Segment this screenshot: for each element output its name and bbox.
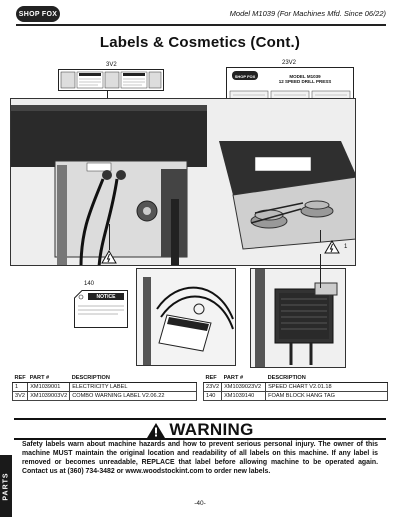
leader-motor	[320, 254, 321, 288]
speed-chart-logo: SHOP FOX	[234, 74, 256, 79]
cell-part: XM1039023V2	[221, 382, 267, 392]
cell-ref: 23V2	[202, 382, 223, 392]
foam-block-hang-tag	[74, 290, 128, 328]
cell-ref: 1	[11, 382, 29, 392]
leader-1-left	[109, 224, 110, 250]
page-number: -40-	[194, 500, 206, 507]
motor-detail-figure	[250, 268, 346, 368]
callout-3v2: 3V2	[106, 62, 117, 68]
callout-1-right: 1	[344, 244, 348, 250]
warning-body: Safety labels warn about machine hazards…	[22, 441, 378, 475]
warning-top-rule	[14, 418, 386, 420]
parts-table-left: REF PART # DESCRIPTION 1 XM1039001 ELECT…	[11, 375, 197, 401]
drill-press-drawing	[11, 99, 355, 265]
model-header: Model M1039 (For Machines Mfd. Since 06/…	[229, 9, 386, 18]
callout-23v2: 23V2	[282, 60, 297, 66]
parts-table-right: REF PART # DESCRIPTION 23V2 XM1039023V2 …	[202, 375, 388, 401]
page-title: Labels & Cosmetics (Cont.)	[99, 34, 301, 51]
warning-heading: WARNING	[0, 420, 400, 440]
callout-1-left: 1	[99, 250, 103, 256]
combo-warning-label	[58, 69, 164, 91]
callout-140: 140	[84, 281, 95, 287]
leader-1-right	[320, 230, 321, 242]
cell-part: XM1039001	[27, 382, 71, 392]
warning-title: WARNING	[169, 420, 254, 439]
col-description: DESCRIPTION	[265, 375, 388, 383]
table-row: 140 XM1039140 FOAM BLOCK HANG TAG	[202, 391, 388, 401]
col-part: PART #	[27, 375, 70, 383]
motor-detail-drawing	[251, 269, 345, 367]
warning-mid-rule	[14, 438, 386, 440]
table-row: 23V2 XM1039023V2 SPEED CHART V2.01.18	[202, 382, 388, 392]
speed-chart-title-line2: 12 SPEED DRILL PRESS	[278, 79, 332, 84]
cell-ref: 140	[202, 391, 223, 401]
speed-chart-title-line1: MODEL M1039	[289, 74, 321, 79]
cell-part: XM1039003V2	[27, 391, 71, 401]
hang-tag-detail-drawing	[137, 269, 235, 365]
col-ref: REF	[12, 375, 28, 383]
brand-logo: SHOP FOX	[16, 6, 60, 22]
parts-side-tab: PARTS	[0, 455, 12, 517]
col-description: DESCRIPTION	[69, 375, 197, 383]
hang-tag-notice-label: NOTICE	[96, 293, 116, 300]
col-ref: REF	[203, 375, 222, 383]
speed-chart-title: MODEL M1039 12 SPEED DRILL PRESS	[262, 74, 348, 84]
cell-description: FOAM BLOCK HANG TAG	[265, 391, 388, 401]
electricity-label-left-icon	[101, 250, 117, 264]
parts-table-right-header: REF PART # DESCRIPTION	[203, 375, 388, 383]
parts-table-left-header: REF PART # DESCRIPTION	[12, 375, 197, 383]
warning-triangle-icon	[147, 422, 166, 438]
cell-description: ELECTRICITY LABEL	[69, 382, 197, 392]
cell-part: XM1039140	[221, 391, 267, 401]
cell-description: COMBO WARNING LABEL V2.06.22	[69, 391, 197, 401]
table-row: 3V2 XM1039003V2 COMBO WARNING LABEL V2.0…	[11, 391, 197, 401]
electricity-label-right-icon	[324, 240, 340, 254]
drill-press-figure	[10, 98, 356, 266]
header-rule	[16, 24, 386, 26]
cell-description: SPEED CHART V2.01.18	[265, 382, 388, 392]
table-row: 1 XM1039001 ELECTRICITY LABEL	[11, 382, 197, 392]
col-part: PART #	[221, 375, 266, 383]
side-tab-label: PARTS	[2, 471, 10, 501]
cell-ref: 3V2	[11, 391, 29, 401]
hang-tag-detail-figure	[136, 268, 236, 366]
